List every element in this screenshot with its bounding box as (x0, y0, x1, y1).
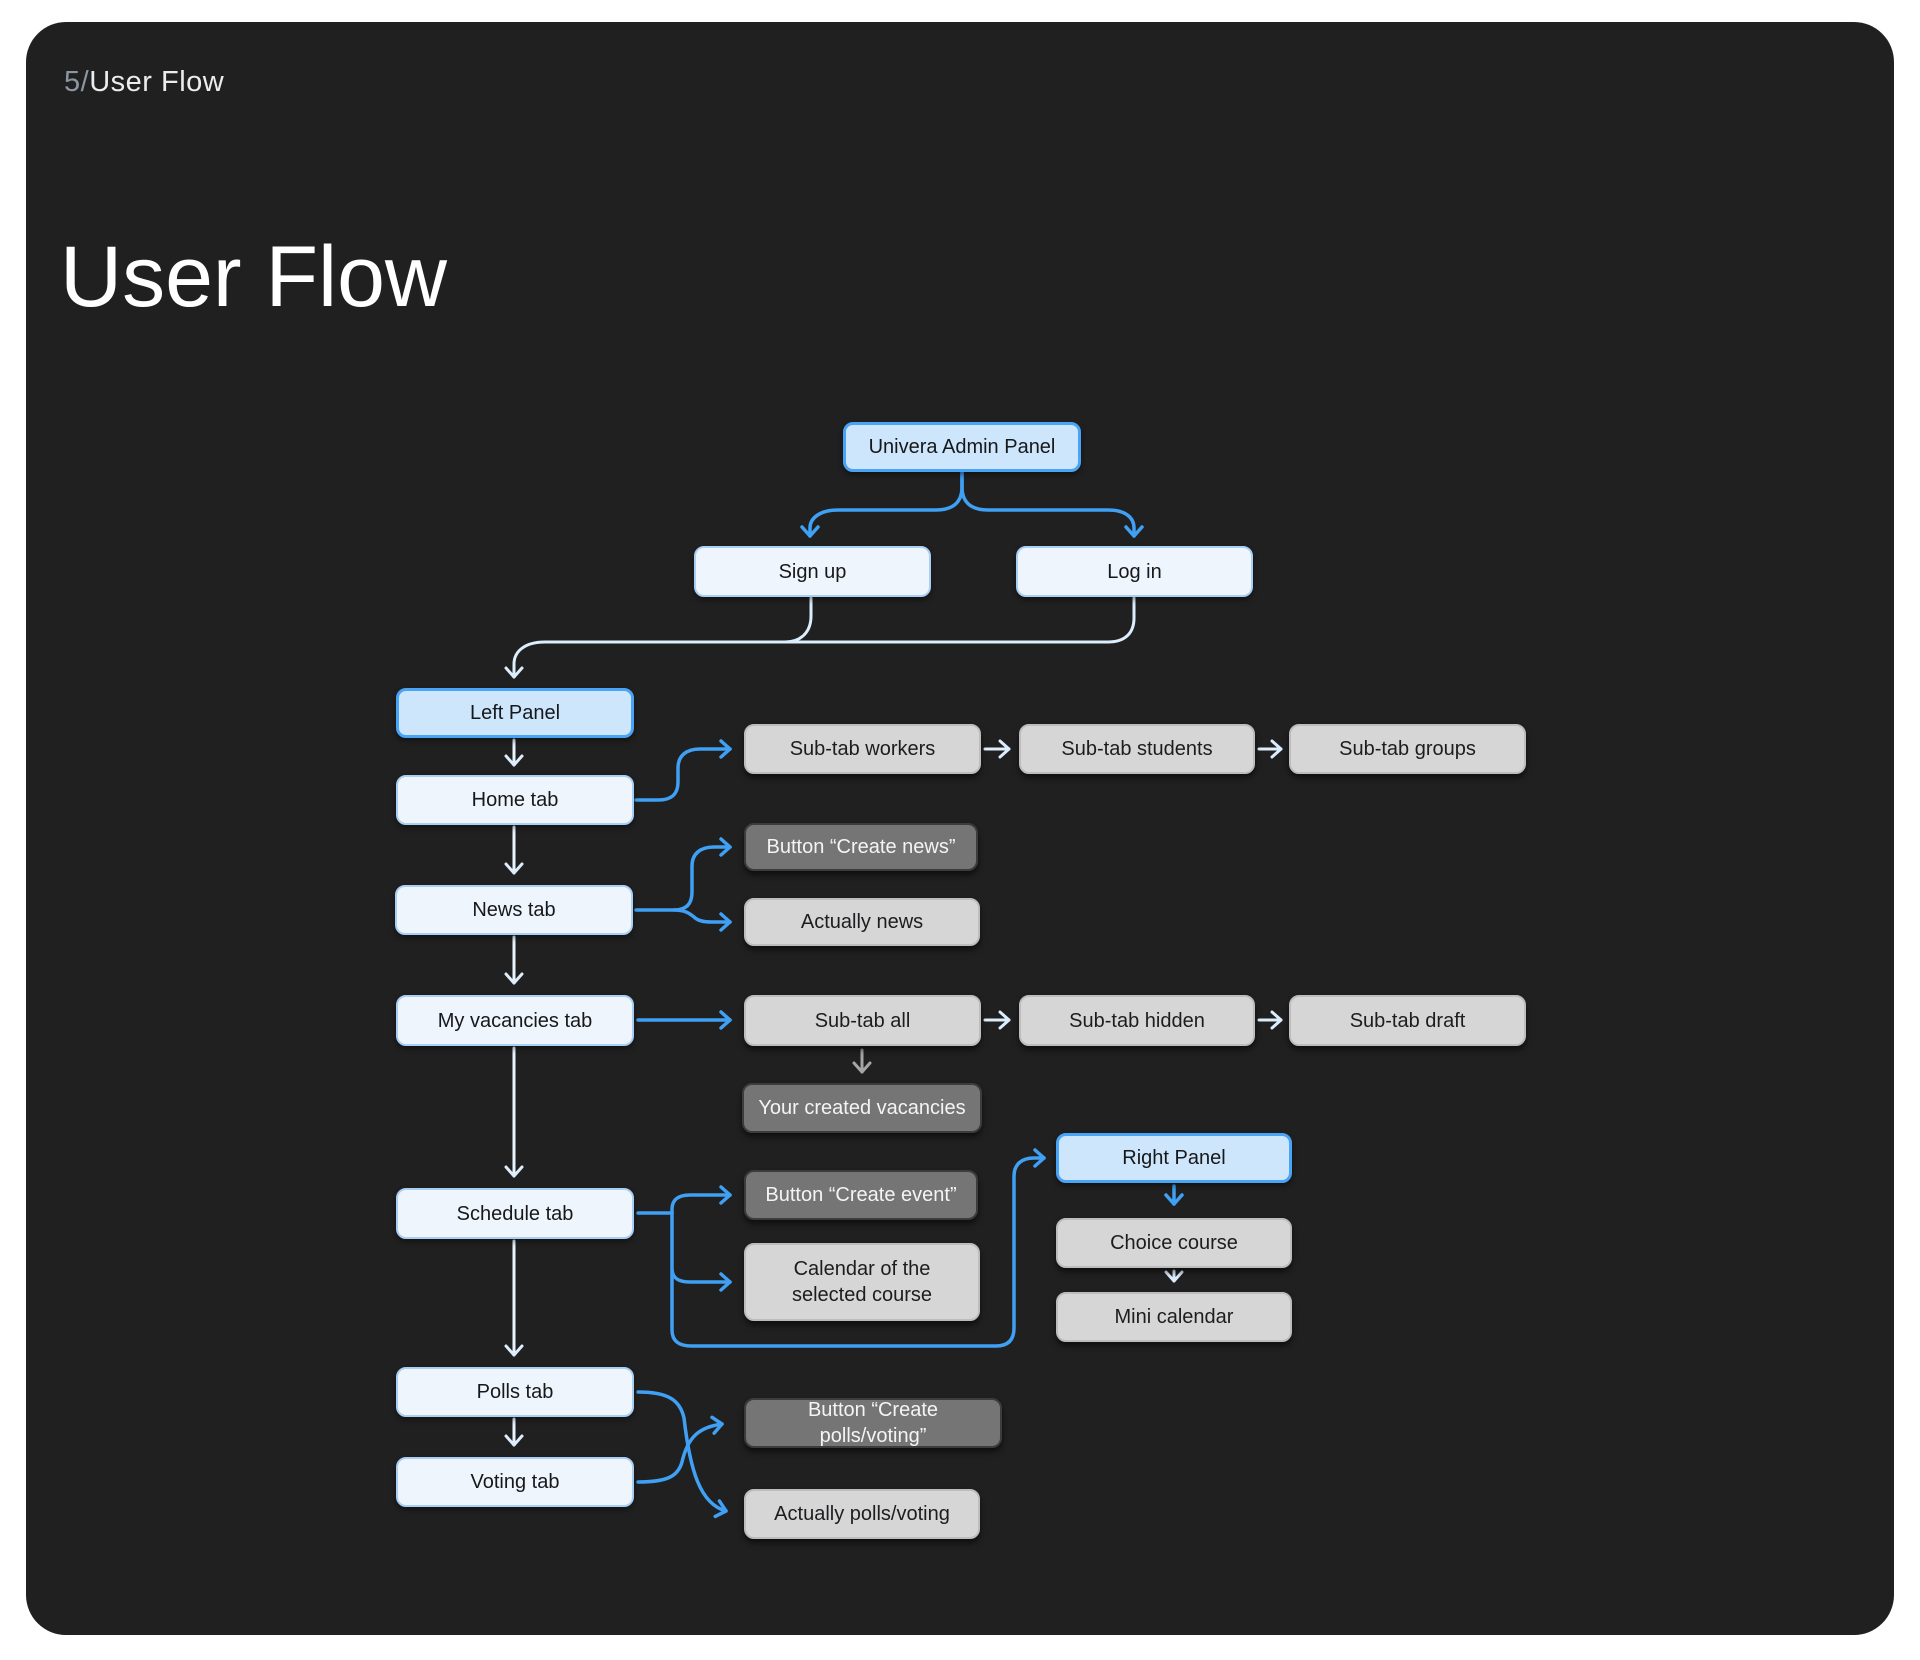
button-create-polls-voting: Button “Create polls/voting” (744, 1398, 1002, 1448)
left-panel: Left Panel (396, 688, 634, 738)
slide-header: 5/User Flow (64, 66, 224, 99)
news-tab: News tab (395, 885, 633, 935)
slide-section-title: User Flow (89, 66, 225, 98)
log-in: Log in (1016, 546, 1253, 597)
voting-tab: Voting tab (396, 1457, 634, 1507)
sign-up: Sign up (694, 546, 931, 597)
button-create-news: Button “Create news” (744, 823, 978, 871)
schedule-tab: Schedule tab (396, 1188, 634, 1239)
subtab-workers: Sub-tab workers (744, 724, 981, 774)
your-created-vacancies: Your created vacancies (742, 1083, 982, 1133)
subtab-students: Sub-tab students (1019, 724, 1255, 774)
subtab-draft: Sub-tab draft (1289, 995, 1526, 1046)
univera-admin-panel: Univera Admin Panel (843, 422, 1081, 472)
my-vacancies-tab: My vacancies tab (396, 995, 634, 1046)
mini-calendar: Mini calendar (1056, 1292, 1292, 1342)
right-panel: Right Panel (1056, 1133, 1292, 1183)
button-create-event: Button “Create event” (744, 1170, 978, 1220)
home-tab: Home tab (396, 775, 634, 825)
polls-tab: Polls tab (396, 1367, 634, 1417)
slide-number: 5/ (64, 66, 90, 98)
subtab-all: Sub-tab all (744, 995, 981, 1046)
calendar-selected-course: Calendar of the selected course (744, 1243, 980, 1321)
page-title: User Flow (60, 229, 448, 325)
actually-polls-voting: Actually polls/voting (744, 1489, 980, 1539)
subtab-hidden: Sub-tab hidden (1019, 995, 1255, 1046)
actually-news: Actually news (744, 898, 980, 946)
choice-course: Choice course (1056, 1218, 1292, 1268)
subtab-groups: Sub-tab groups (1289, 724, 1526, 774)
